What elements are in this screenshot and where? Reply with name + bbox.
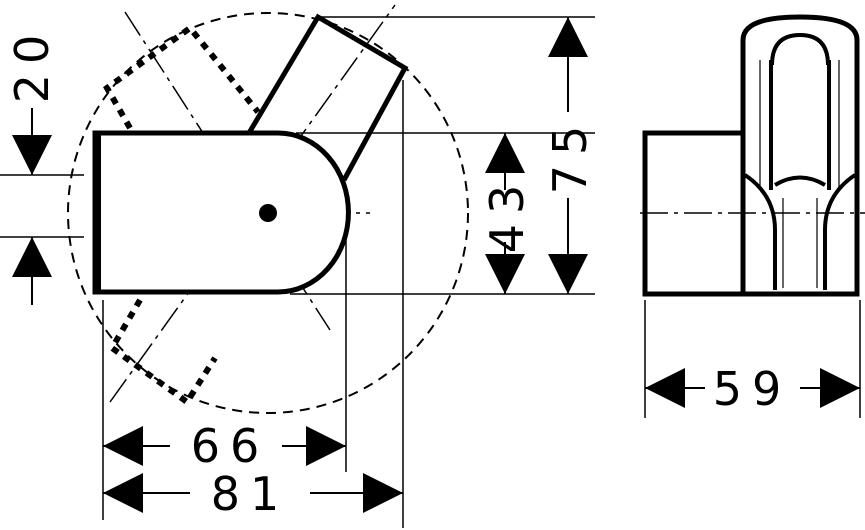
- pivot-point: [259, 204, 277, 222]
- side-holder-cradle: [743, 173, 857, 290]
- dim-label-43: 43: [480, 175, 534, 254]
- side-holder-bore: [770, 32, 830, 66]
- ghost-holder-upper: [103, 23, 261, 130]
- dim-label-75: 75: [543, 116, 597, 195]
- dim-label-66: 66: [191, 419, 270, 473]
- side-view: [640, 14, 865, 418]
- swivel-range-circle: [67, 12, 469, 414]
- ghost-holder-lower: [108, 298, 218, 407]
- mount-body-outline: [92, 130, 351, 295]
- dim-label-20: 20: [5, 25, 59, 104]
- dim-label-81: 81: [211, 467, 290, 521]
- holder-outline: [246, 13, 409, 182]
- front-view: [0, 4, 595, 528]
- dim-label-59: 59: [713, 362, 792, 416]
